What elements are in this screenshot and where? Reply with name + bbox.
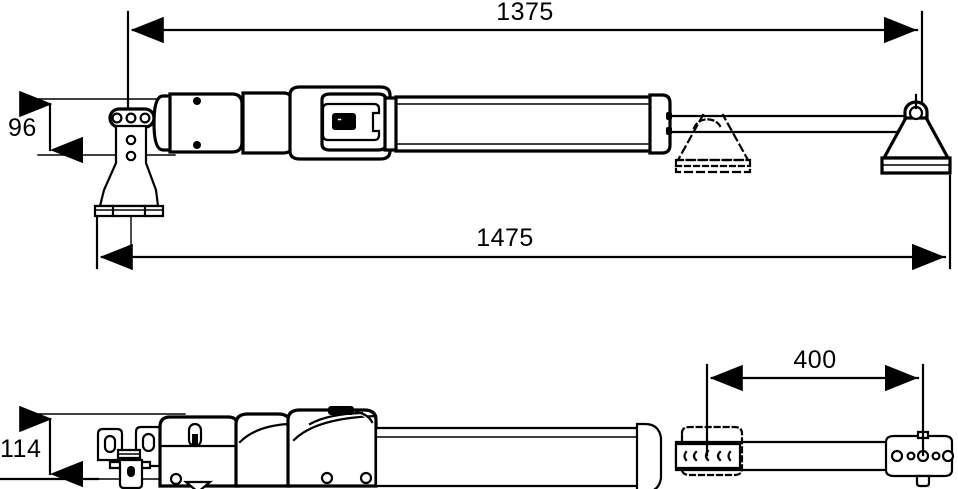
rod-end-bottom-boss: [915, 474, 931, 488]
side-screw-3: [169, 472, 183, 486]
actuator-body-side: [158, 406, 378, 489]
rod-end-hole-4: [931, 451, 941, 461]
bracket-hole-upper: [125, 134, 137, 146]
clevis-mark-4: [716, 450, 722, 462]
dimension-label-400: 400: [793, 346, 836, 374]
hinge-bracket-side: [0, 425, 164, 489]
cylinder-side-endcap: [635, 422, 663, 489]
motor-housing-section-1: [168, 92, 244, 154]
cylinder-body: [394, 95, 654, 153]
push-rod-top: [670, 114, 920, 134]
side-indicator-mark: [192, 434, 198, 445]
clevis-mark-5: [727, 450, 732, 462]
dimension-label-114: 114: [0, 435, 41, 463]
side-screw-2: [359, 471, 373, 485]
side-button-edge: [354, 410, 374, 424]
cylinder-tube-top: [394, 93, 672, 155]
housing-screw-bottom: [193, 141, 201, 149]
cylinder-side: [374, 422, 663, 489]
top-view-group: 1375 96: [8, 0, 952, 271]
bracket-hole-lower: [125, 150, 137, 162]
clevis-mark-1: [683, 450, 688, 462]
dimension-label-1375: 1375: [496, 0, 554, 26]
side-drain-notch: [182, 480, 214, 489]
rod-end-hole-5: [941, 449, 955, 463]
clevis-mark-2: [692, 450, 698, 462]
rod-end-hole-2: [906, 451, 916, 461]
hinge-lug-left-hole: [103, 434, 117, 454]
end-cap-detail-lower: [666, 127, 672, 135]
side-housing-mid-contour: [238, 422, 290, 444]
motor-housing-section-2: [241, 91, 295, 155]
dimension-label-96: 96: [8, 114, 37, 142]
side-housing-front-crease: [308, 411, 364, 426]
wall-bracket-assembly: [93, 107, 170, 249]
rear-end-cap: [152, 94, 175, 152]
pivot-hole-right: [139, 112, 151, 124]
keyhole-slot: [332, 113, 356, 130]
front-end-cap: [648, 93, 672, 155]
cone-base-dashed: [674, 158, 752, 174]
cone-top-arc-dashed: [692, 118, 722, 130]
dimension-label-1475: 1475: [476, 224, 534, 252]
pivot-hole-left: [111, 112, 123, 124]
pivot-hole-center: [125, 112, 137, 124]
side-view-group: 114: [0, 346, 955, 489]
hidden-clevis-dashed: [680, 425, 744, 477]
end-cone-bracket: [880, 93, 952, 175]
side-button-strip: [328, 406, 354, 415]
hinge-lower-tab-hole: [127, 466, 135, 477]
end-cap-detail-upper: [666, 112, 672, 120]
actuator-body-top: [152, 85, 399, 161]
housing-screw-top: [193, 97, 201, 105]
rod-end-hole-1: [890, 449, 904, 463]
hidden-cone-bracket: [674, 113, 752, 174]
bracket-base-plate: [93, 204, 165, 218]
side-screw-1: [320, 471, 334, 485]
hinge-lug-right-hole: [141, 432, 156, 453]
keyhole-notch: [336, 117, 343, 122]
